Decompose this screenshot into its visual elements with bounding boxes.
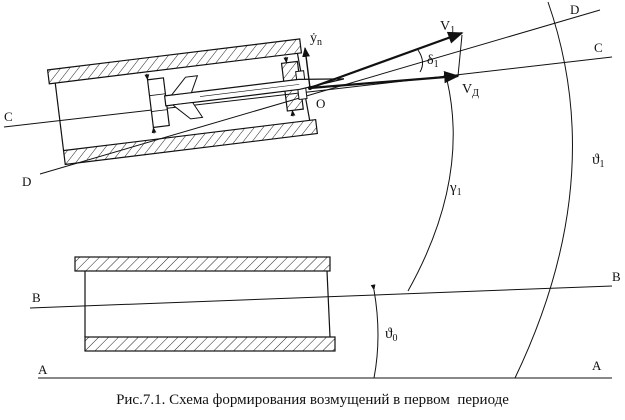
arc-theta1	[514, 1, 573, 379]
label-yn: ẏn	[310, 31, 322, 48]
lower-launch-tube	[74, 256, 336, 352]
label-D-left: D	[22, 174, 31, 189]
figure-caption: Рис.7.1. Схема формирования возмущений в…	[116, 392, 509, 408]
arc-theta0	[370, 284, 379, 379]
label-gamma1: γ1	[449, 180, 462, 198]
vector-yn	[302, 47, 311, 89]
label-D-right: D	[570, 2, 579, 17]
label-delta1: δ1	[427, 53, 439, 70]
label-theta0: ϑ0	[385, 326, 397, 344]
vector-V1	[309, 31, 464, 90]
arc-gamma1	[407, 74, 454, 292]
line-C	[3, 56, 613, 128]
vector-yn-shift	[457, 34, 463, 77]
label-Vd: VД	[462, 82, 479, 99]
label-C-left: C	[4, 109, 13, 124]
arc-delta1	[417, 49, 424, 73]
label-O: O	[316, 96, 325, 111]
label-A-left: A	[38, 362, 48, 377]
label-B-right: B	[612, 269, 621, 284]
label-A-right: A	[592, 358, 602, 373]
label-theta1: ϑ1	[592, 152, 604, 170]
line-B	[29, 285, 613, 309]
label-C-right: C	[594, 40, 603, 55]
upper-launch-tube	[46, 38, 319, 166]
label-B-left: B	[32, 290, 41, 305]
vector-Vd	[309, 70, 460, 90]
label-V1: V1	[440, 19, 455, 36]
